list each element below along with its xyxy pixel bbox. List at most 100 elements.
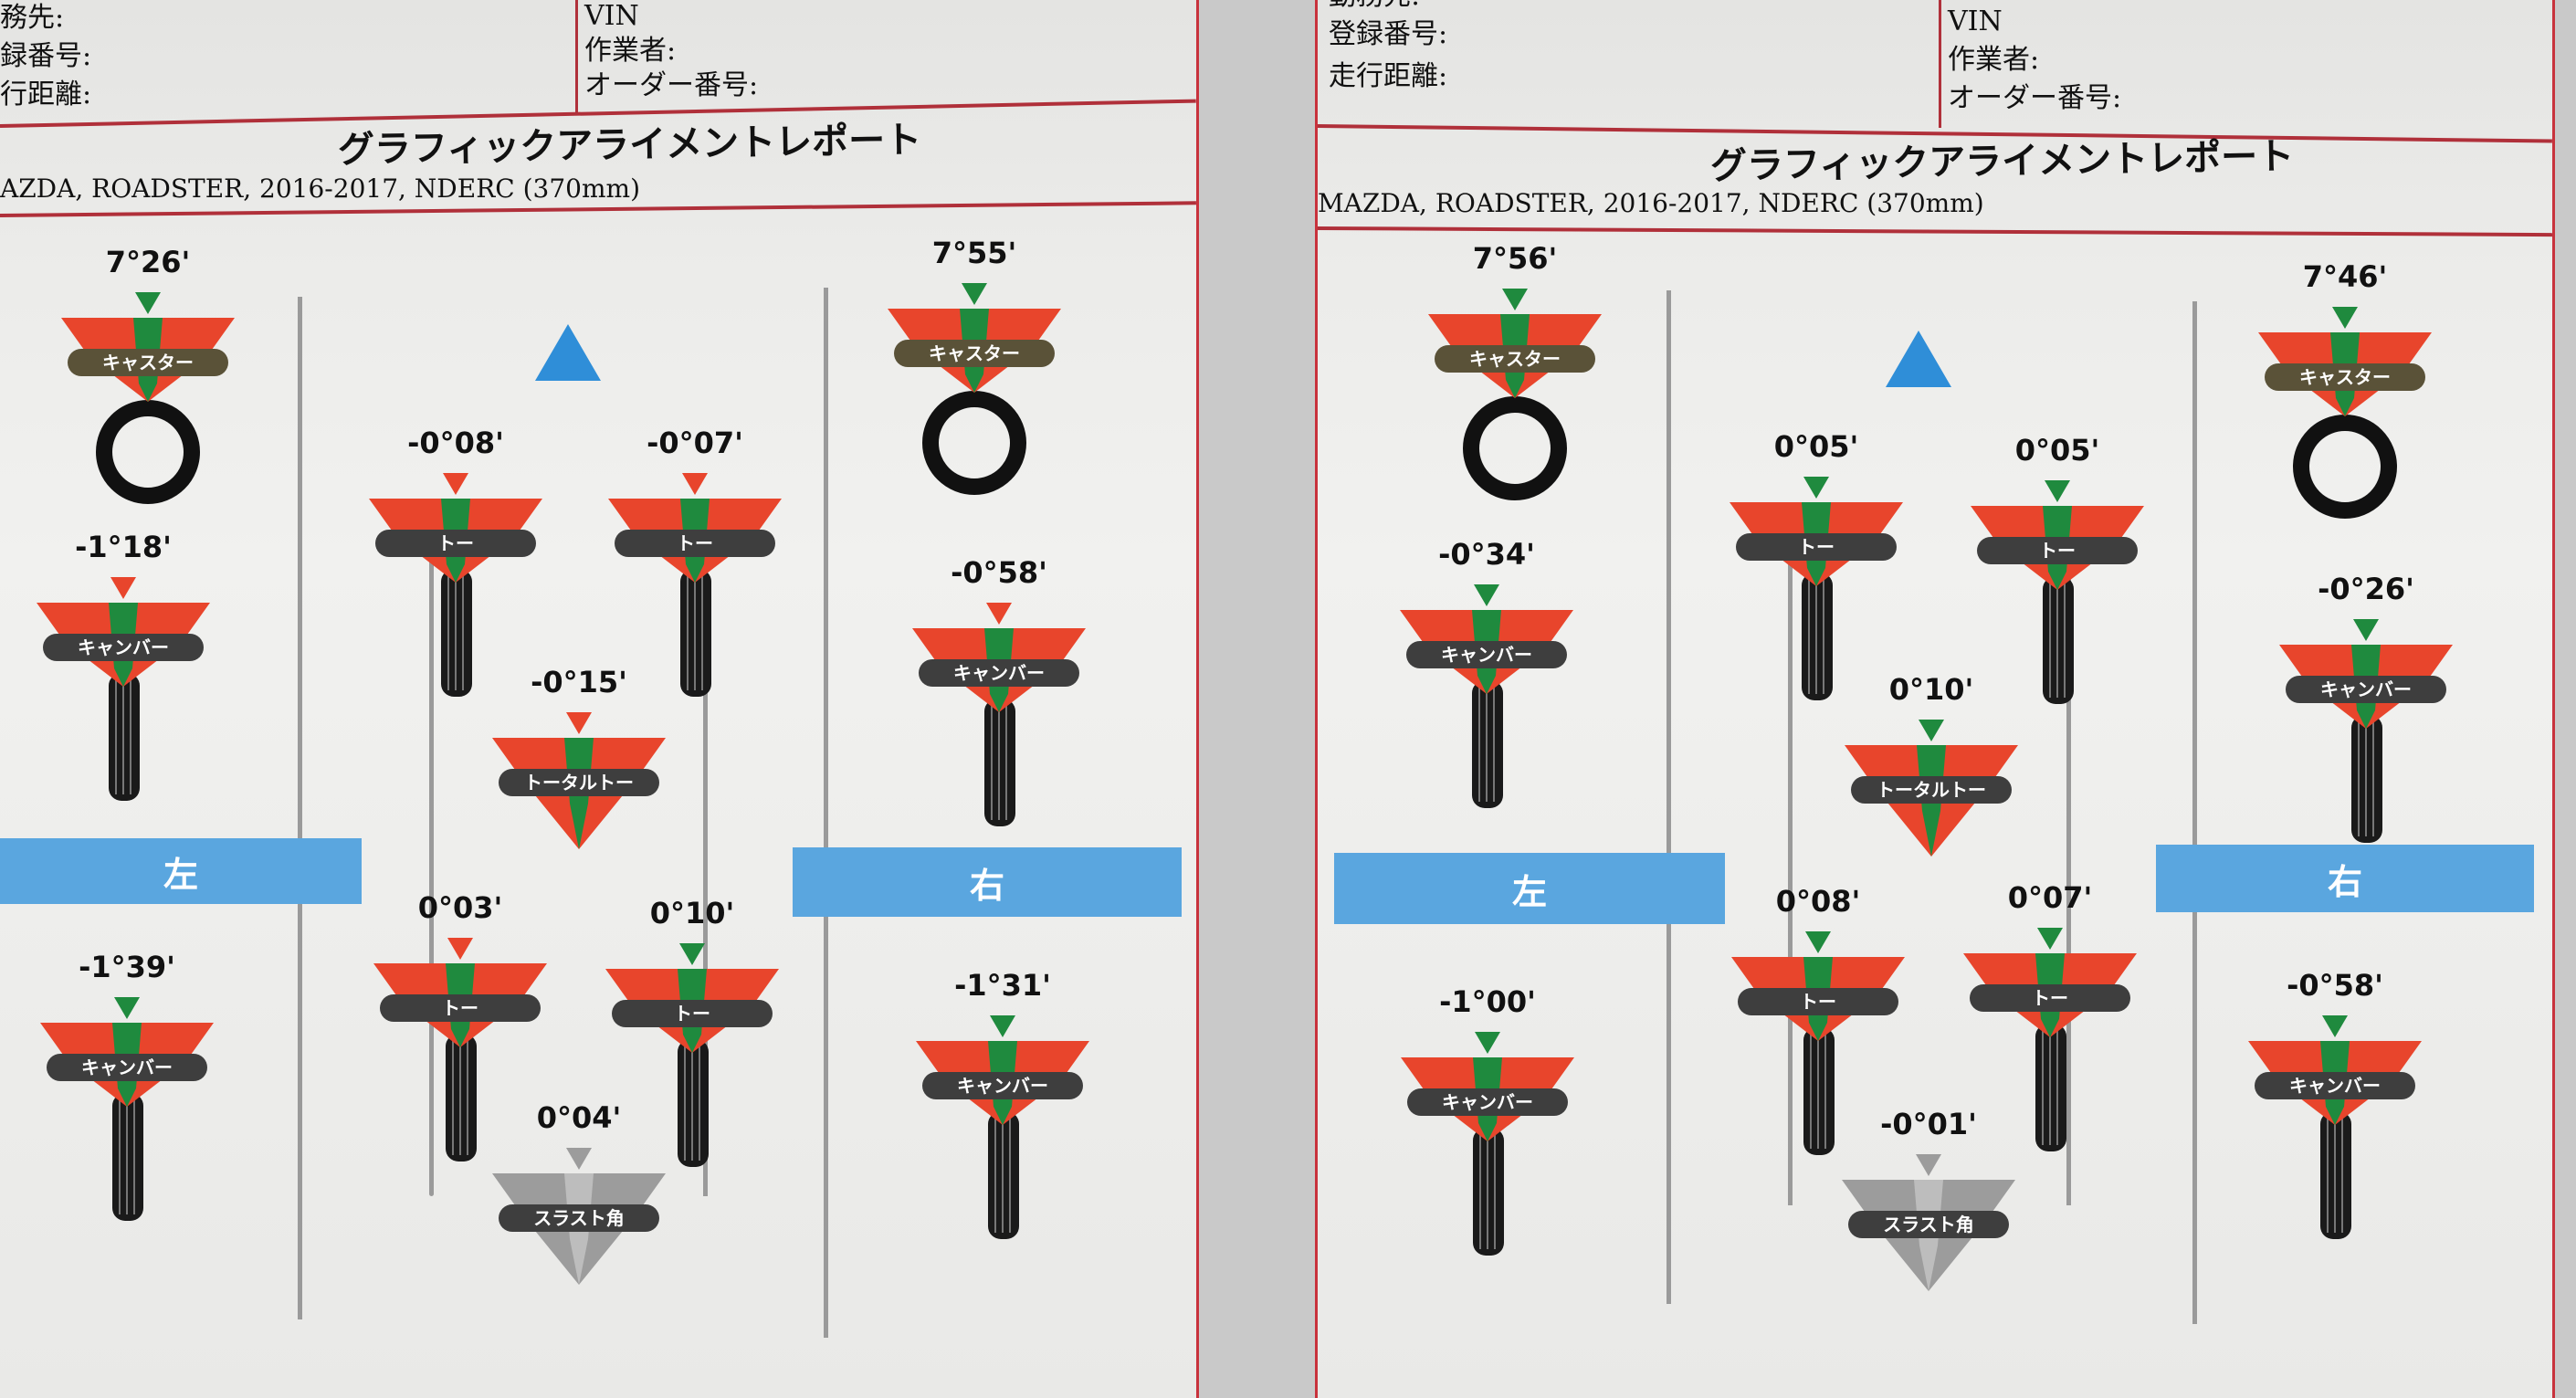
pointer-icon xyxy=(1475,1032,1500,1054)
total-toe-label: トータルトー xyxy=(1877,779,1986,801)
camber-rear-left-value: -1°00' xyxy=(1439,984,1536,1019)
thrust-angle-gauge: 0°04' スラスト角 xyxy=(488,1100,670,1385)
camber-front-right-label: キャンバー xyxy=(953,662,1045,684)
pointer-icon xyxy=(2353,619,2379,641)
left-side-band: 左 xyxy=(1334,853,1725,924)
camber-rear-right-gauge: -0°58' キャンバー xyxy=(2244,968,2426,1253)
pointer-icon xyxy=(1803,477,1829,499)
alignment-gauge xyxy=(2258,307,2432,519)
pointer-icon xyxy=(986,603,1012,625)
pointer-icon xyxy=(135,292,161,314)
camber-rear-left-label: キャンバー xyxy=(81,1056,173,1078)
toe-rear-left-value: 0°03' xyxy=(417,890,503,925)
toe-front-right-label: トー xyxy=(2039,540,2076,562)
order-number-label: オーダー番号: xyxy=(1948,82,2122,114)
alignment-gauge xyxy=(1842,1154,2015,1291)
tire-icon xyxy=(1802,573,1833,700)
thrust-angle-value: 0°04' xyxy=(536,1100,622,1135)
tire-icon xyxy=(984,699,1015,826)
camber-front-left-value: -1°18' xyxy=(75,530,172,564)
tire-icon xyxy=(1473,1128,1504,1256)
toe-front-right-value: 0°05' xyxy=(2014,433,2100,468)
alignment-gauge xyxy=(373,938,547,1161)
toe-rear-right-label: トー xyxy=(2032,987,2068,1009)
camber-front-left-label: キャンバー xyxy=(78,636,169,658)
pointer-icon xyxy=(2332,307,2358,329)
caster-left-value: 7°26' xyxy=(105,245,191,279)
camber-rear-right-label: キャンバー xyxy=(957,1075,1048,1097)
pointer-icon xyxy=(110,577,136,599)
thrust-angle-gauge: -0°01' スラスト角 xyxy=(1837,1107,2020,1392)
pointer-icon xyxy=(2045,480,2070,502)
vin-label: VIN xyxy=(1948,5,2003,37)
toe-rear-right-gauge: 0°07' トー xyxy=(1959,880,2141,1165)
alignment-gauge xyxy=(2279,619,2453,843)
toe-rear-left-gauge: 0°03' トー xyxy=(369,890,552,1175)
tire-icon xyxy=(2043,576,2074,704)
pointer-icon xyxy=(2037,928,2063,950)
office-field-label: 勤務先: xyxy=(1329,0,1420,12)
pointer-icon xyxy=(1805,931,1831,953)
caster-right-value: 7°55' xyxy=(931,236,1017,270)
report-title: グラフィックアライメントレポート xyxy=(337,119,922,172)
right-side-band: 右 xyxy=(2156,845,2534,912)
pointer-icon xyxy=(1474,584,1499,606)
car-outline xyxy=(703,511,708,1196)
tire-icon xyxy=(2320,1111,2351,1239)
toe-front-right-label: トー xyxy=(677,532,713,554)
vehicle-direction-icon xyxy=(535,324,601,381)
vehicle-direction-icon xyxy=(1886,331,1951,387)
total-toe-value: -0°15' xyxy=(531,665,627,699)
left-side-band: 左 xyxy=(0,838,362,904)
alignment-report-page-right: 勤務先: 登録番号: 走行距離: VIN 作業者: オーダー番号: グラフィック… xyxy=(1315,0,2555,1398)
total-toe-label: トータルトー xyxy=(524,772,634,794)
alignment-gauge xyxy=(912,603,1086,826)
camber-front-right-value: -0°26' xyxy=(2318,572,2414,606)
tire-icon xyxy=(441,569,472,697)
camber-front-right-gauge: -0°58' キャンバー xyxy=(908,555,1090,840)
camber-rear-left-value: -1°39' xyxy=(79,950,175,984)
alignment-gauge xyxy=(1731,931,1905,1155)
report-title: グラフィックアライメントレポート xyxy=(1709,135,2295,188)
toe-front-right-gauge: 0°05' トー xyxy=(1966,433,2149,718)
header-rule xyxy=(0,99,1196,128)
alignment-gauge xyxy=(608,473,782,697)
toe-front-left-gauge: 0°05' トー xyxy=(1725,429,1908,714)
pointer-icon xyxy=(2322,1015,2348,1037)
toe-front-left-value: 0°05' xyxy=(1773,429,1859,464)
thrust-angle-label: スラスト角 xyxy=(533,1207,625,1229)
tire-icon xyxy=(988,1111,1019,1239)
toe-rear-right-value: 0°10' xyxy=(649,896,735,930)
camber-rear-right-gauge: -1°31' キャンバー xyxy=(911,968,1094,1253)
toe-rear-right-gauge: 0°10' トー xyxy=(601,896,783,1181)
alignment-gauge xyxy=(888,283,1061,495)
title-rule xyxy=(1318,226,2552,237)
alignment-report-page-left: 務先: 録番号: 行距離: VIN 作業者: オーダー番号: グラフィックアライ… xyxy=(0,0,1199,1398)
caster-right-gauge: 7°55' キャスター xyxy=(883,236,1066,520)
car-outline xyxy=(298,297,302,1319)
tire-icon xyxy=(112,1093,143,1221)
car-outline xyxy=(824,288,828,1338)
tire-icon xyxy=(922,391,1026,495)
tire-icon xyxy=(2351,715,2382,843)
header-divider xyxy=(575,0,578,115)
camber-rear-right-value: -1°31' xyxy=(954,968,1051,1003)
caster-left-gauge: 7°26' キャスター xyxy=(57,245,239,530)
toe-front-left-label: トー xyxy=(1798,536,1835,558)
alignment-gauge xyxy=(605,943,779,1167)
mileage-label: 走行距離: xyxy=(1329,60,1448,92)
vin-label: VIN xyxy=(584,0,639,32)
thrust-angle-label: スラスト角 xyxy=(1883,1214,1974,1235)
alignment-gauge xyxy=(916,1015,1089,1239)
caster-right-label: キャスター xyxy=(929,342,1020,364)
tire-icon xyxy=(2293,415,2397,519)
header-rule xyxy=(1318,124,2552,143)
caster-left-gauge: 7°56' キャスター xyxy=(1424,241,1606,526)
tire-icon xyxy=(446,1034,477,1161)
toe-rear-right-value: 0°07' xyxy=(2007,880,2093,915)
worker-label: 作業者: xyxy=(584,35,677,67)
tire-icon xyxy=(96,400,200,504)
total-toe-gauge: 0°10' トータルトー xyxy=(1840,672,2023,957)
mileage-label: 行距離: xyxy=(0,79,92,110)
alignment-gauge xyxy=(1730,477,1903,700)
